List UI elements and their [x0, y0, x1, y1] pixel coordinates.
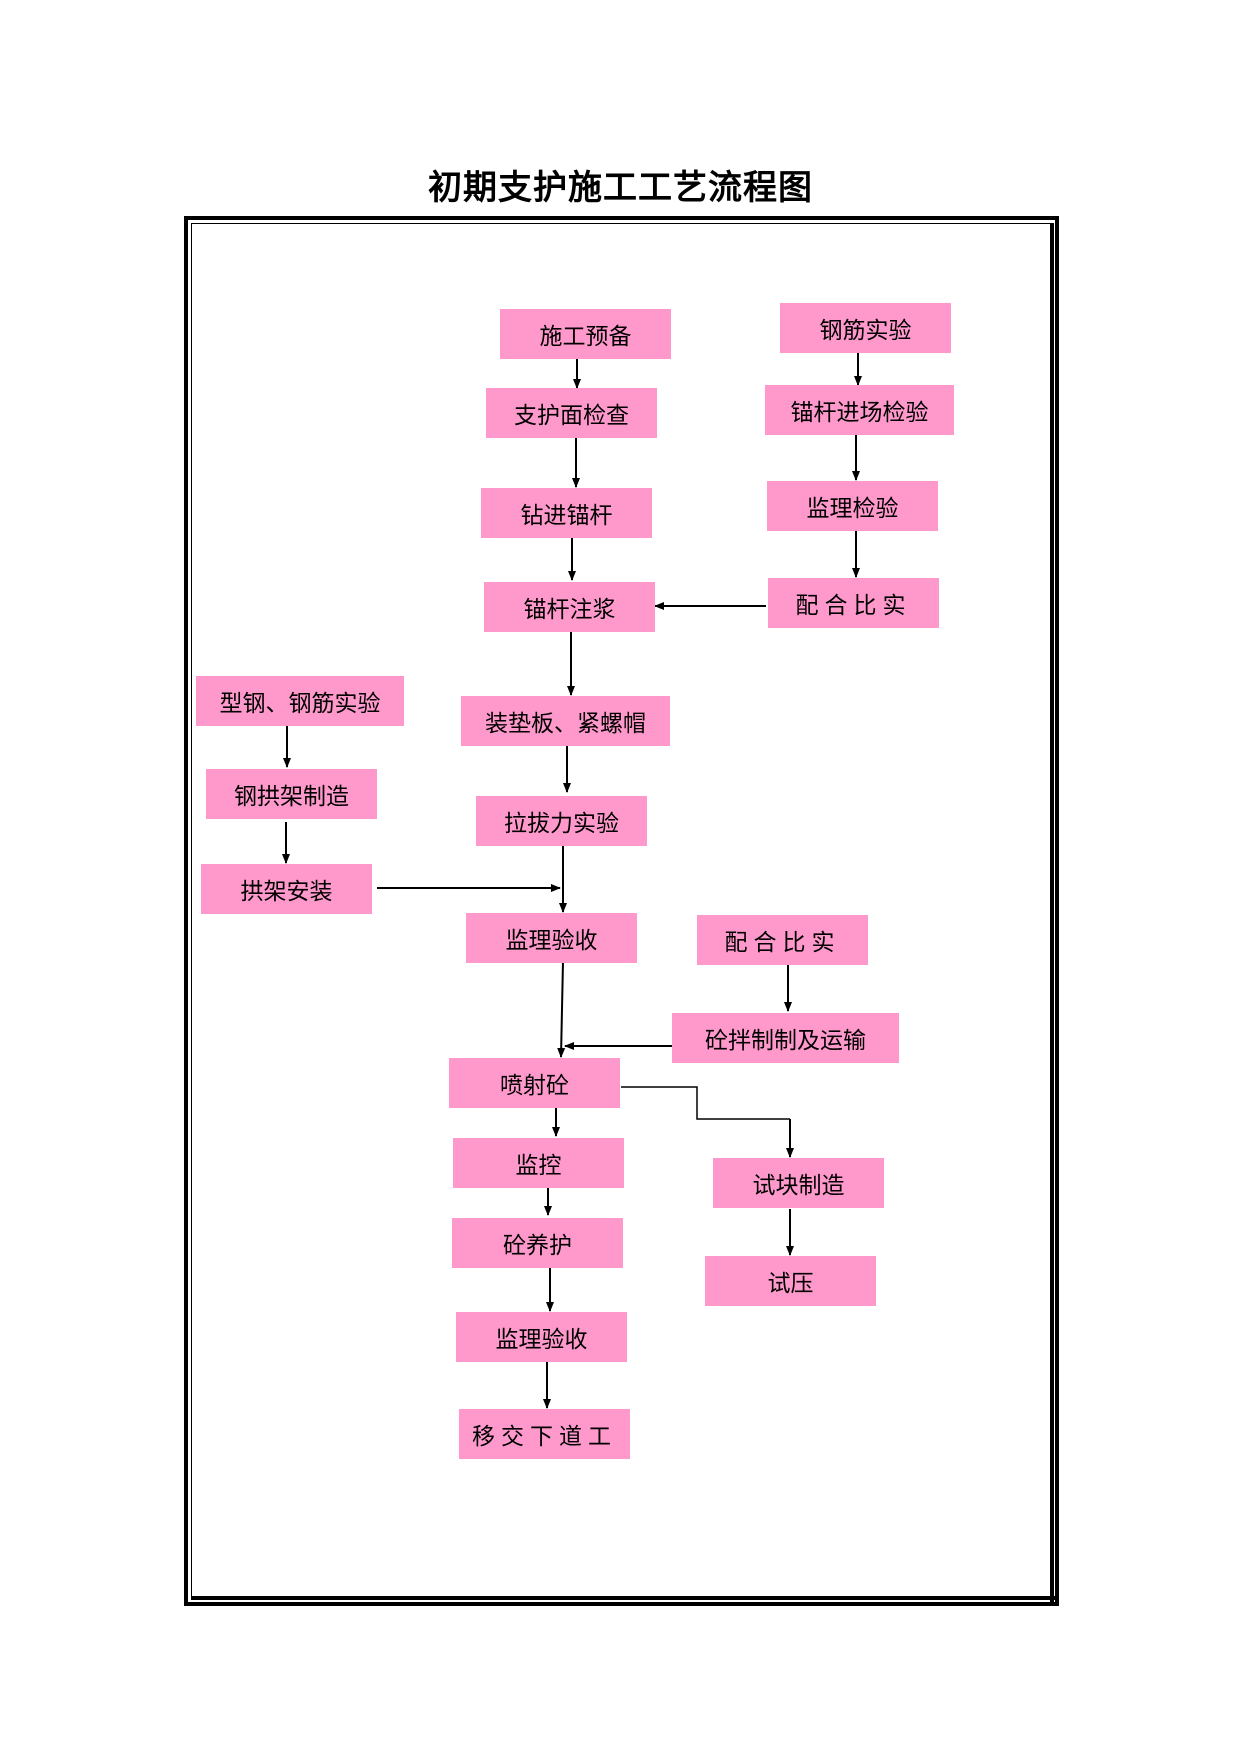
- node-concrete-mixing-transport: 砼拌制制及运输: [672, 1013, 899, 1063]
- node-test-specimen-making: 试块制造: [713, 1158, 884, 1208]
- node-support-surface-check: 支护面检查: [486, 388, 657, 438]
- connector-arrow: [557, 960, 566, 1058]
- page-title: 初期支护施工工艺流程图: [428, 168, 813, 208]
- node-supervision-inspection: 监理检验: [767, 481, 938, 531]
- node-pull-out-test: 拉拔力实验: [476, 796, 647, 846]
- node-mix-ratio-test-2: 配合比实: [697, 915, 868, 965]
- node-section-steel-rebar-test: 型钢、钢筋实验: [196, 676, 404, 726]
- connector-elbow: [621, 1086, 790, 1120]
- node-shotcrete: 喷射砼: [449, 1058, 620, 1108]
- node-mix-ratio-test-1: 配合比实: [768, 578, 939, 628]
- node-handover-next-step: 移交下道工: [459, 1409, 630, 1459]
- node-steel-arch-fabrication: 钢拱架制造: [206, 769, 377, 819]
- frame-edge: [191, 1596, 1056, 1600]
- node-install-plate-tighten-nut: 装垫板、紧螺帽: [461, 696, 670, 746]
- node-pressure-test: 试压: [705, 1256, 876, 1306]
- node-rebar-test: 钢筋实验: [780, 303, 951, 353]
- node-supervision-acceptance: 监理验收: [466, 913, 637, 963]
- node-arch-installation: 拱架安装: [201, 864, 372, 914]
- node-anchor-bolt-entry-inspection: 锚杆进场检验: [765, 385, 954, 435]
- node-drill-anchor-bolt: 钻进锚杆: [481, 488, 652, 538]
- node-concrete-curing: 砼养护: [452, 1218, 623, 1268]
- node-monitoring: 监控: [453, 1138, 624, 1188]
- node-anchor-bolt-grouting: 锚杆注浆: [484, 582, 655, 632]
- frame-edge: [1050, 223, 1054, 1603]
- node-supervision-acceptance-2: 监理验收: [456, 1312, 627, 1362]
- node-construction-prep: 施工预备: [500, 309, 671, 359]
- diagram-frame: [184, 216, 1059, 1606]
